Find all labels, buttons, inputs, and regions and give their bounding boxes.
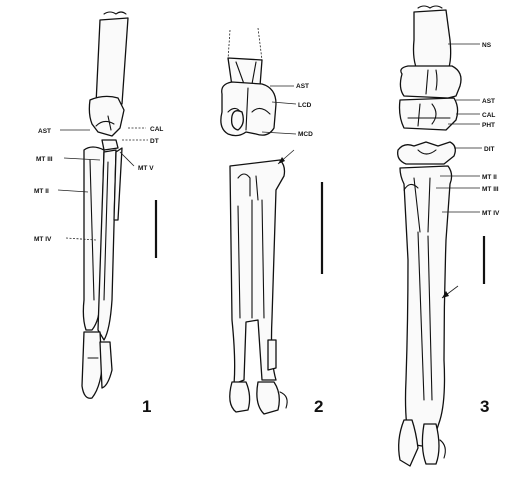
fig1-tibia — [96, 18, 128, 104]
fig2-hooves — [230, 382, 250, 412]
fig1-label-mt4: MT IV — [34, 236, 52, 243]
fig3-label-ast: AST — [482, 98, 495, 105]
fig1-label-mt5: MT V — [138, 165, 154, 172]
fig1-number: 1 — [142, 397, 151, 416]
figure-1-hindlimb: AST CAL DT MT III MT V MT II MT IV 1 — [34, 12, 163, 416]
fig3-metatarsals — [400, 166, 452, 446]
fig3-label-mt3: MT III — [482, 186, 499, 193]
figure-3-hindlimb: NS AST CAL PHT DIT MT II MT III MT IV 3 — [398, 6, 500, 466]
fig3-label-pht: PHT — [482, 122, 495, 129]
fig1-tarsals — [89, 96, 124, 136]
fig1-label-dt: DT — [150, 138, 159, 145]
fig3-label-mt4: MT IV — [482, 210, 500, 217]
fig2-tibia — [228, 28, 262, 60]
fig3-label-cal: CAL — [482, 112, 495, 119]
fig3-label-mt2: MT II — [482, 174, 497, 181]
figure-2-hindlimb: AST LCD MCD 2 — [221, 28, 324, 416]
fig1-label-mt3: MT III — [36, 156, 53, 163]
fig1-phalanges — [82, 332, 102, 398]
fig3-distal-tarsal — [398, 142, 456, 164]
fig3-tibia — [414, 10, 451, 72]
fig1-label-cal: CAL — [150, 126, 163, 133]
fig2-label-mcd: MCD — [298, 131, 313, 138]
fig3-number: 3 — [480, 397, 489, 416]
fig2-label-ast: AST — [296, 83, 309, 90]
fig2-number: 2 — [314, 397, 323, 416]
fig3-label-dit: DIT — [484, 146, 495, 153]
fig3-label-ns: NS — [482, 42, 492, 49]
fig1-label-mt2: MT II — [34, 188, 49, 195]
fig2-label-lcd: LCD — [298, 102, 312, 109]
fig3-tarsals — [400, 66, 461, 98]
fig1-label-ast: AST — [38, 128, 51, 135]
